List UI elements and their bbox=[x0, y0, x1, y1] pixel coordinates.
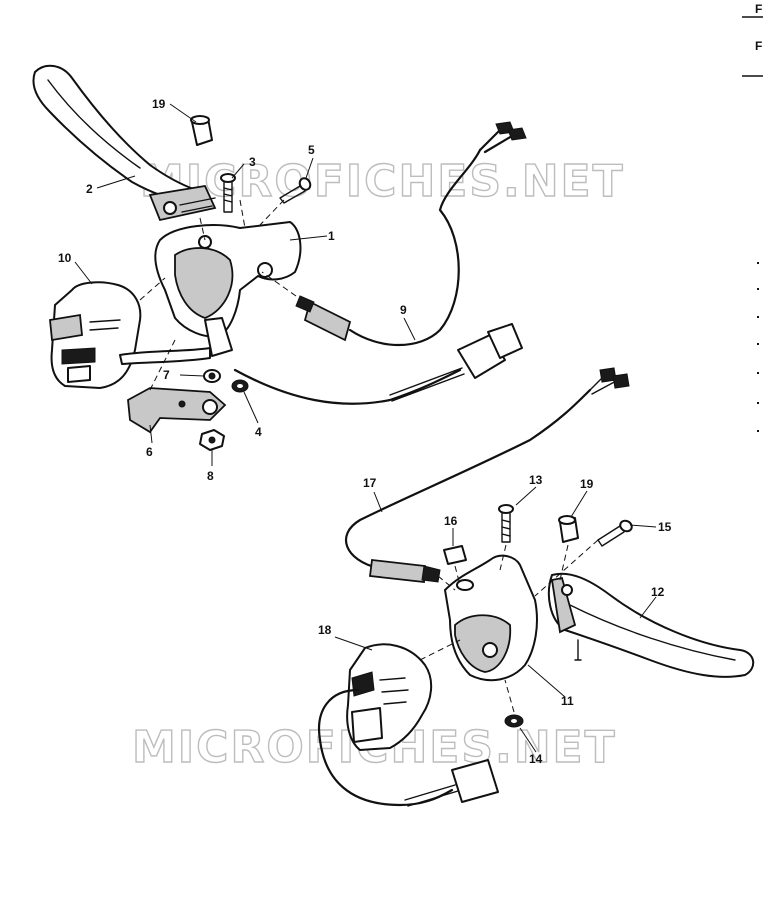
callout-14: 14 bbox=[529, 752, 543, 766]
callout-18: 18 bbox=[318, 623, 332, 637]
pivot-piece-part-6 bbox=[127, 387, 227, 434]
callout-19-bottom: 19 bbox=[580, 477, 594, 491]
watermark-top: MICROFICHES.NET bbox=[140, 156, 625, 207]
edge-mark-second: F bbox=[755, 39, 762, 53]
screw-part-15 bbox=[597, 519, 633, 547]
callout-8: 8 bbox=[207, 469, 214, 483]
callout-15: 15 bbox=[658, 520, 672, 534]
callout-13: 13 bbox=[529, 473, 543, 487]
callout-6: 6 bbox=[146, 445, 153, 459]
callout-3: 3 bbox=[249, 155, 256, 169]
callout-leaders bbox=[74, 103, 657, 753]
brake-switch-harness-part-9 bbox=[233, 121, 527, 405]
page-edge-marks: F F bbox=[742, 2, 763, 432]
callout-5: 5 bbox=[308, 143, 315, 157]
callout-9: 9 bbox=[400, 303, 407, 317]
screw-part-3 bbox=[220, 173, 236, 213]
switch-housing-part-18 bbox=[317, 643, 499, 807]
callout-10: 10 bbox=[58, 251, 72, 265]
callout-11: 11 bbox=[561, 694, 574, 708]
bolt-part-7 bbox=[203, 369, 221, 383]
callout-12: 12 bbox=[651, 585, 665, 599]
nut-part-8 bbox=[199, 429, 225, 451]
clutch-switch-cable-part-17 bbox=[344, 367, 630, 583]
callout-2: 2 bbox=[86, 182, 93, 196]
callout-16: 16 bbox=[444, 514, 458, 528]
callout-7: 7 bbox=[163, 368, 170, 382]
screw-part-13 bbox=[498, 504, 514, 543]
adjuster-part-19-bottom bbox=[558, 515, 579, 543]
edge-mark-top: F bbox=[755, 2, 762, 16]
callout-17: 17 bbox=[363, 476, 377, 490]
lever-bracket-part-1 bbox=[154, 221, 302, 357]
callout-4: 4 bbox=[255, 425, 262, 439]
adjuster-part-19-top bbox=[190, 115, 213, 146]
screw-part-5 bbox=[279, 177, 312, 204]
callout-19-top: 19 bbox=[152, 97, 166, 111]
washer-part-4 bbox=[231, 379, 249, 393]
callout-1: 1 bbox=[328, 229, 335, 243]
switch-housing-part-10 bbox=[49, 281, 211, 389]
washer-part-14 bbox=[504, 714, 524, 728]
plug-part-16 bbox=[443, 545, 467, 565]
clutch-lever-part-12 bbox=[547, 572, 755, 678]
clutch-bracket-part-11 bbox=[444, 554, 538, 682]
brake-lever-part-2 bbox=[32, 64, 217, 222]
